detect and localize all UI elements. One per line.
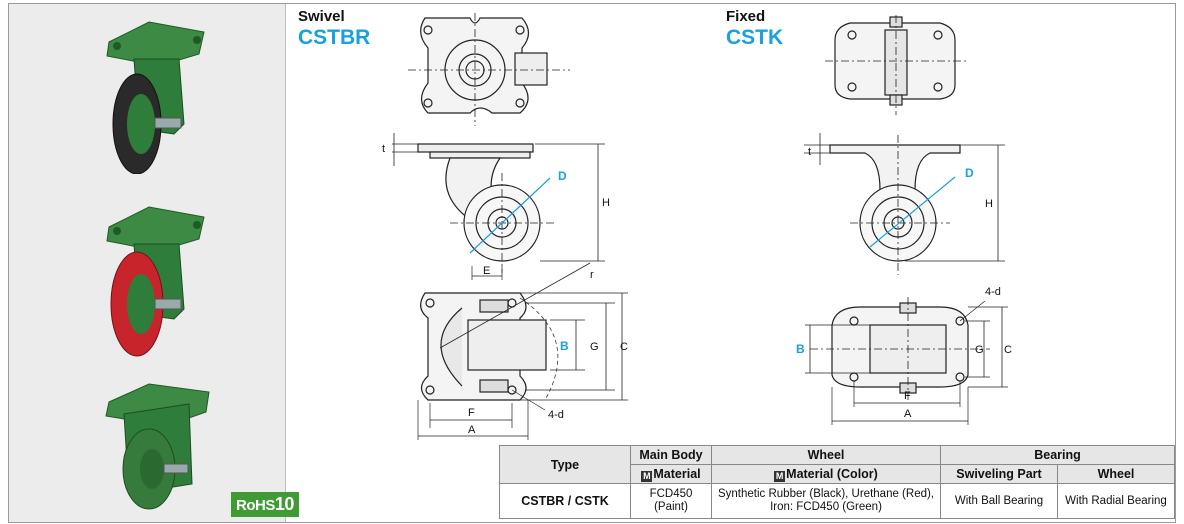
cell-wheel-line1: Synthetic Rubber (Black), Urethane (Red)… xyxy=(717,488,935,500)
cell-main-body-line1: FCD450 xyxy=(649,488,693,500)
header-bearing-wheel: Wheel xyxy=(1057,464,1175,484)
page-frame xyxy=(8,3,1176,523)
fixed-label: Fixed xyxy=(726,8,766,25)
fixed-dim-G: G xyxy=(975,344,984,356)
caster-photo-black-wheel xyxy=(106,21,205,174)
fixed-drawing: t D H B G C F A 4-d xyxy=(796,15,1012,425)
fixed-dim-t: t xyxy=(808,146,811,158)
header-wheel: Wheel xyxy=(711,445,941,465)
swivel-dim-r: r xyxy=(590,269,594,281)
cell-main-body: FCD450(Paint) xyxy=(630,483,712,519)
caster-photo-red-wheel xyxy=(106,206,205,357)
swivel-dim-B: B xyxy=(560,339,569,353)
fixed-dim-A: A xyxy=(904,408,912,420)
header-main-material-label: Material xyxy=(653,466,701,481)
fixed-code: CSTK xyxy=(726,26,784,49)
cell-type: CSTBR / CSTK xyxy=(499,483,631,519)
swivel-dim-hole: 4-d xyxy=(548,409,564,421)
rohs-badge: RoHS10 xyxy=(231,492,299,517)
fixed-dim-D: D xyxy=(965,166,974,180)
swivel-dim-t: t xyxy=(382,143,385,155)
cell-bearing-wheel: With Radial Bearing xyxy=(1057,483,1175,519)
rohs-number: 10 xyxy=(274,494,295,514)
cell-wheel-line2: Iron: FCD450 (Green) xyxy=(770,501,882,513)
fixed-dim-B: B xyxy=(796,342,805,356)
cell-main-body-line2: (Paint) xyxy=(654,501,688,513)
swivel-label: Swivel xyxy=(298,8,345,25)
swivel-dim-G: G xyxy=(590,341,599,353)
fixed-dim-F: F xyxy=(904,390,911,402)
cell-swiveling-part: With Ball Bearing xyxy=(940,483,1058,519)
material-mark-icon: M xyxy=(774,470,786,482)
swivel-dim-A: A xyxy=(468,424,476,436)
header-wheel-material-label: Material (Color) xyxy=(786,466,878,481)
caster-photo-green-wheel xyxy=(105,383,210,510)
material-mark-icon: M xyxy=(641,470,653,482)
header-main-body: Main Body xyxy=(630,445,712,465)
swivel-code: CSTBR xyxy=(298,26,371,49)
fixed-dim-C: C xyxy=(1004,344,1012,356)
rohs-label: RoHS xyxy=(236,497,275,514)
header-swiveling-part: Swiveling Part xyxy=(940,464,1058,484)
header-bearing: Bearing xyxy=(940,445,1175,465)
swivel-drawing: t D H E r B G C F A 4-d xyxy=(382,13,628,440)
swivel-dim-C: C xyxy=(620,341,628,353)
header-type: Type xyxy=(499,445,631,484)
product-photo-panel: RoHS10 xyxy=(9,4,299,522)
swivel-dim-E: E xyxy=(483,265,490,277)
table-row: CSTBR / CSTK FCD450(Paint) Synthetic Rub… xyxy=(499,483,1175,519)
fixed-dim-H: H xyxy=(985,198,993,210)
cell-wheel: Synthetic Rubber (Black), Urethane (Red)… xyxy=(711,483,941,519)
fixed-dim-hole: 4-d xyxy=(985,286,1001,298)
swivel-dim-H: H xyxy=(602,197,610,209)
swivel-dim-F: F xyxy=(468,407,475,419)
swivel-dim-D: D xyxy=(558,169,567,183)
